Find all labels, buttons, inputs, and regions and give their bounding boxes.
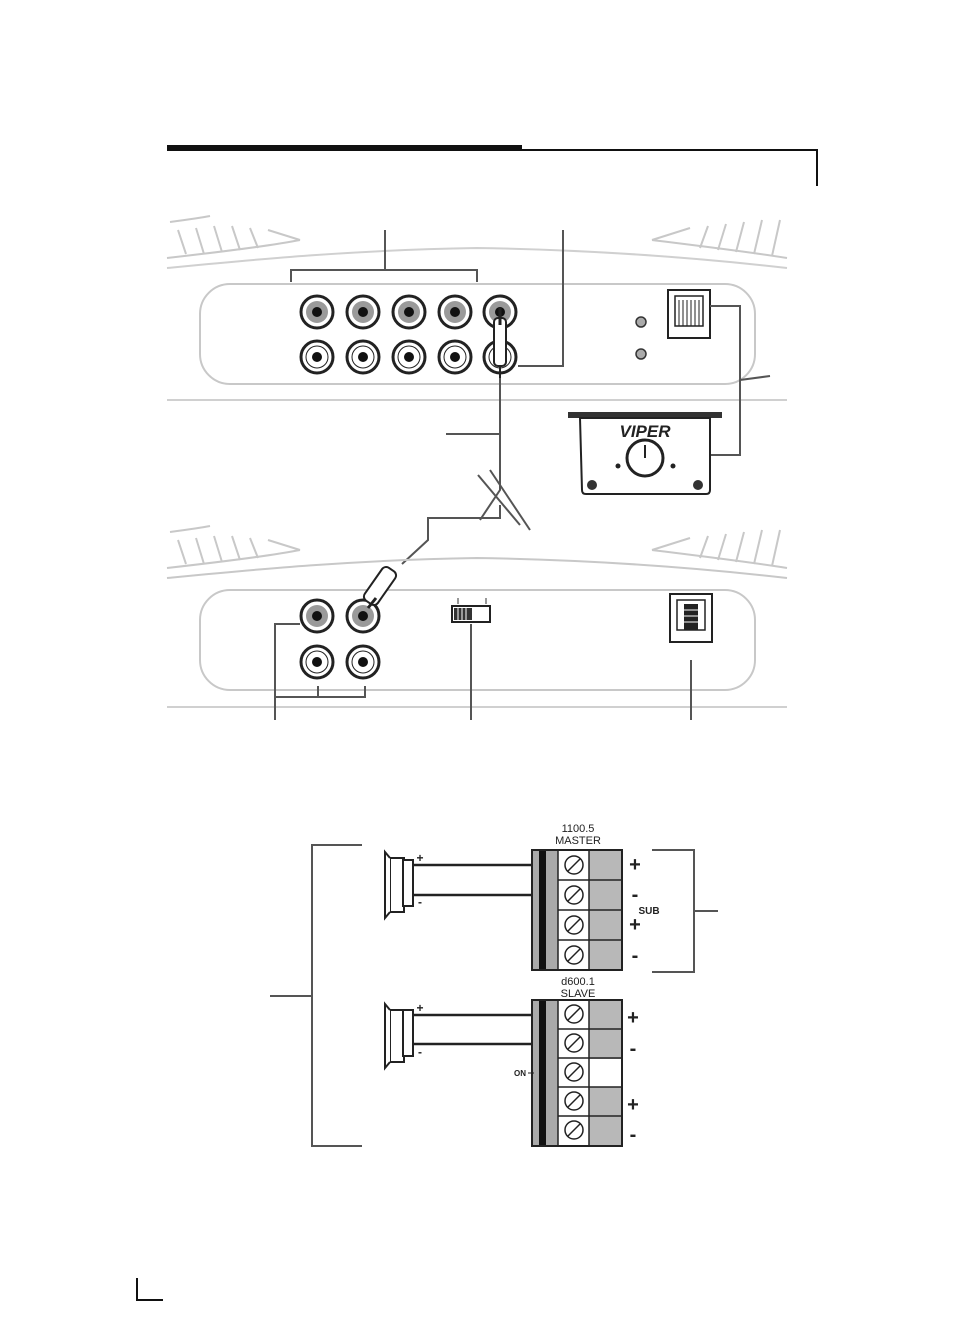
slave-role-label: SLAVE [561,988,596,1000]
rca-cable [402,378,530,564]
terminal-sign: + [629,914,641,936]
speaker-wire [413,865,532,895]
rca-jack [347,296,379,328]
mount-screw-icon [587,480,597,490]
footer-corner-mark [137,1278,163,1300]
speaker-wire [413,1015,532,1044]
on-label: ON [514,1069,526,1078]
sub-label: SUB [638,906,659,917]
header-rule [167,145,818,186]
master-terminal-block [532,850,622,970]
rca-jack [301,341,333,373]
terminal-sign: + [629,854,641,876]
screw-terminal-icon [565,856,583,874]
heatsink-fins-right [652,220,787,258]
speakers-bracket [312,845,362,1146]
master-role-label: MASTER [555,835,601,847]
rca-jack [393,341,425,373]
speaker-icon [385,1004,413,1068]
remote-jack-master [668,290,710,338]
slave-model-label: d600.1 [561,976,595,988]
mount-screw-icon [693,480,703,490]
speaker-polarity: + [416,1001,423,1015]
speaker-polarity: + [416,851,423,865]
slave-amp-panel [167,526,787,707]
screw-terminal-icon [565,1034,583,1052]
master-amp-panel [167,216,787,400]
terminal-sign: - [630,1038,637,1060]
speaker-polarity: - [418,895,422,909]
screw-terminal-icon [565,916,583,934]
slave-terminal-block [532,1000,622,1146]
rca-jack [439,296,471,328]
terminal-sign: - [632,945,639,967]
rca-jack [301,646,333,678]
rca-jack [347,341,379,373]
terminal-sign: - [632,884,639,906]
rca-jack [347,646,379,678]
screw-terminal-icon [565,1063,583,1081]
screw-terminal-icon [565,1092,583,1110]
terminal-sign: - [630,1124,637,1146]
status-led [636,349,646,359]
rca-jack [393,296,425,328]
remote-level-controller: VIPER [568,412,722,494]
terminal-sign: + [627,1094,639,1116]
status-led [636,317,646,327]
screw-terminal-icon [565,886,583,904]
rca-jack [439,341,471,373]
speaker-icon [385,852,413,918]
screw-terminal-icon [565,1121,583,1139]
screw-terminal-icon [565,946,583,964]
terminal-sign: + [627,1007,639,1029]
brand-label: VIPER [619,422,671,441]
wiring-diagram: 1100.5 MASTER + - + - SUB [270,823,718,1146]
master-model-label: 1100.5 [562,823,595,835]
remote-jack-slave [670,594,712,642]
screw-terminal-icon [565,1005,583,1023]
rca-jack [301,600,333,632]
heatsink-fins-left [167,216,300,258]
rca-jack [301,296,333,328]
speaker-polarity: - [418,1045,422,1059]
